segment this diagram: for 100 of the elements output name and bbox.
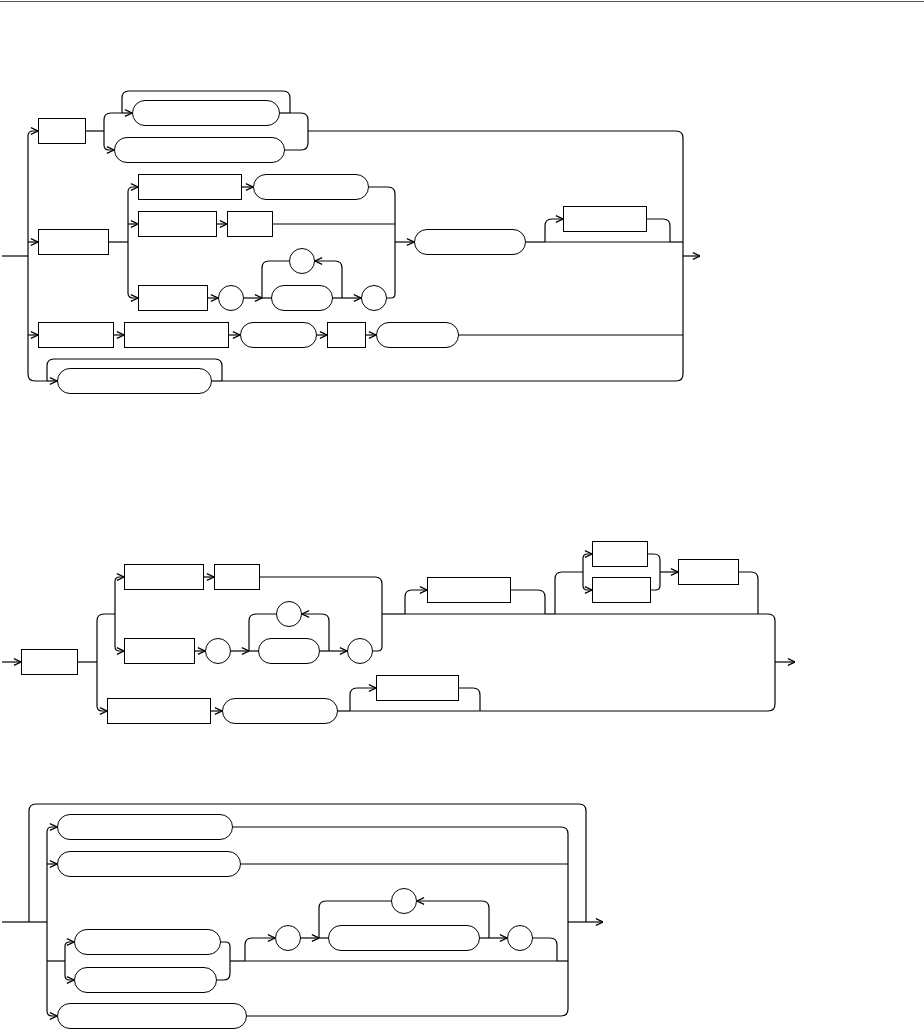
connector-line [567,863,569,923]
arrow [210,707,223,715]
connector-line [27,334,48,382]
circle-node [391,888,417,914]
connector-line [307,130,684,243]
arrow [114,613,125,655]
rounded-node [253,174,369,200]
connector-line [259,576,383,615]
rectangle-node [124,564,204,590]
rectangle-node [678,559,739,585]
arrow [241,183,254,191]
connector-line [77,661,98,663]
rounded-node [57,814,233,840]
arrow [349,684,377,712]
connector-line [27,241,29,257]
connector-line [28,803,587,923]
connector-line [46,863,48,923]
arrow [27,331,39,339]
connector-line [479,937,490,939]
connector-line [556,960,569,962]
rounded-node [74,967,217,993]
connector-line [46,921,48,962]
connector-line [289,112,309,132]
rectangle-node [327,322,366,348]
connector-line [1,921,30,923]
connector-line [121,90,291,114]
arrow [244,934,276,962]
connector-line [221,334,684,382]
arrow [96,661,108,715]
arrow [544,215,564,243]
arrow [114,573,125,615]
connector-line [28,921,48,923]
connector-line [332,297,343,299]
connector-line [757,613,776,663]
arrow [127,220,139,228]
arrow [365,331,377,339]
connector-line [103,112,123,132]
connector-line [220,941,231,962]
rectangle-node [38,118,86,144]
circle-node [276,601,302,627]
circle-node [205,638,231,664]
arrow [113,331,125,339]
connector-line [279,112,291,114]
connector-line [381,613,406,615]
connector-line [46,960,66,962]
rounded-node [271,285,333,311]
rectangle-node [214,564,260,590]
connector-line [108,241,129,243]
connector-line [248,650,259,652]
connector-line [682,241,684,257]
connector-line [244,960,558,962]
arrow [314,257,343,299]
arrow [127,183,139,225]
connector-line [525,241,546,243]
rectangle-node [563,206,647,232]
arrow [216,220,228,228]
rectangle-node [38,322,114,348]
rounded-node [376,322,459,348]
circle-node [347,638,373,664]
arrow [416,897,490,939]
arrow [341,294,362,302]
connector-line [394,223,396,243]
arrow [404,586,428,615]
rectangle-node [124,322,229,348]
arrow [316,331,328,339]
connector-line [85,130,105,132]
arrow [103,130,115,154]
rectangle-node [138,174,242,200]
rounded-node [114,137,285,163]
connector-line [246,960,569,1017]
rounded-node [57,368,212,394]
circle-node [218,285,244,311]
connector-line [127,223,129,243]
rounded-node [57,851,241,877]
connector-line [567,921,569,962]
connector-line [229,960,246,962]
connector-line [647,553,661,573]
arrow [585,918,604,926]
rectangle-node [376,675,459,701]
connector-line [682,255,684,336]
circle-node [289,248,315,274]
connector-line [544,241,671,243]
connector-line [349,710,481,712]
connector-line [510,589,546,615]
arrow [301,610,330,652]
connector-line [248,613,277,652]
arrow [46,823,58,865]
circle-node [507,925,533,951]
connector-line [318,937,329,939]
connector-line [240,863,569,865]
arrow [682,252,701,260]
connector-line [404,613,546,615]
arrow [582,571,593,594]
connector-line [27,255,29,336]
connector-line [479,661,776,712]
rounded-node [74,929,221,955]
arrow [46,377,58,385]
connector-line [216,960,231,981]
rectangle-node [138,211,217,237]
rounded-node [328,925,480,951]
